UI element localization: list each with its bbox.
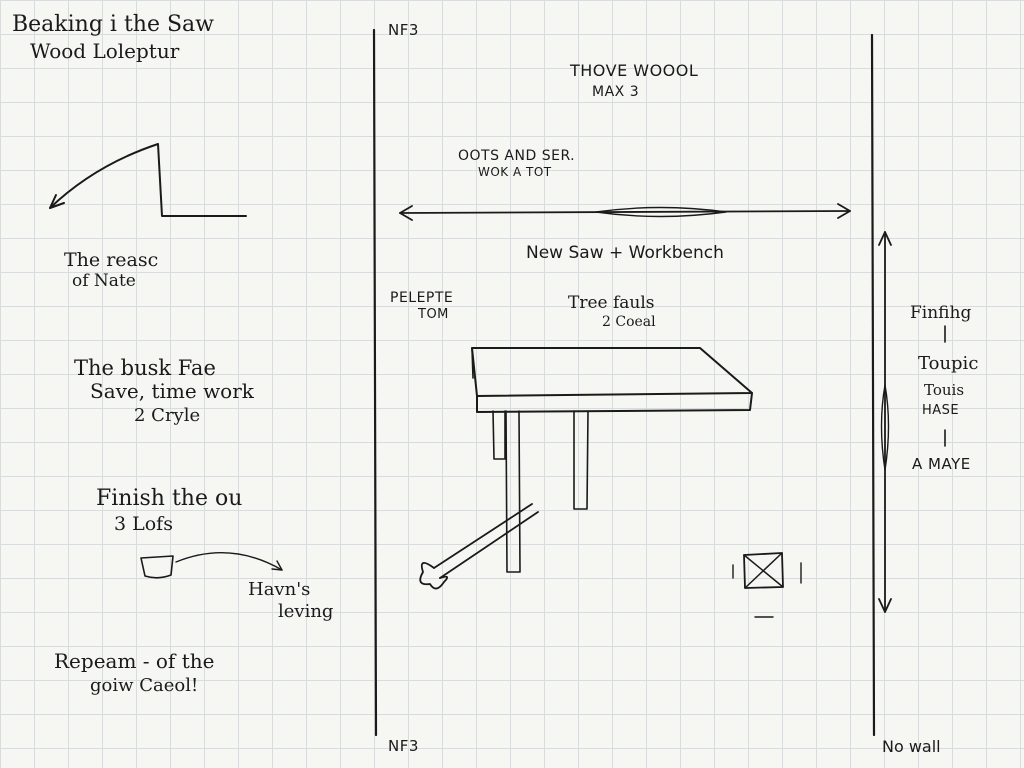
center-left-label-line1: PELEPTE — [390, 290, 454, 306]
left-curve-arrowhead — [49, 194, 65, 209]
center-header-line1: THOVE WOOOL — [570, 61, 699, 80]
right-bottom-label: No wall — [882, 737, 941, 756]
workbench-sketch — [471, 347, 753, 573]
center-label-line1: Tree fauls — [568, 293, 655, 313]
right-note-line5: A MAYE — [912, 455, 971, 473]
small-box-sketch — [140, 555, 174, 579]
right-divider-line — [870, 33, 876, 737]
center-header-line2: MAX 3 — [592, 84, 640, 100]
right-note-line1: Finfihg — [910, 303, 972, 323]
center-sub-line1: OOTS AND SER. — [458, 148, 576, 164]
left-divider-line — [372, 28, 378, 737]
right-note-line3: Touis — [924, 381, 965, 399]
note3-line1: Finish the ou — [96, 486, 243, 511]
center-bottom-label: NF3 — [388, 737, 419, 755]
center-left-label-line2: TOM — [418, 307, 449, 322]
note1-line2: of Nate — [72, 271, 136, 291]
horizontal-double-arrow — [399, 210, 851, 214]
left-title-line1: Beaking i the Saw — [12, 12, 214, 37]
note2-line2: Save, time work — [90, 379, 254, 403]
note4-line2: leving — [278, 601, 334, 622]
note3-line2: 3 Lofs — [114, 513, 173, 535]
center-top-label: NF3 — [388, 21, 419, 39]
crossed-box-sketch — [732, 552, 802, 618]
note4-line1: Havn's — [248, 579, 311, 600]
note2-line3: 2 Cryle — [134, 405, 201, 426]
curved-arrow-head — [271, 560, 283, 571]
right-note-line2: Toupic — [918, 353, 979, 374]
note2-line1: The busk Fae — [74, 356, 216, 380]
center-label-line2: 2 Coeal — [602, 314, 656, 330]
curved-arrow — [175, 552, 283, 571]
left-curve-sketch — [49, 143, 247, 217]
center-sub-line2: WOK A TOT — [478, 165, 552, 179]
saw-sketch — [419, 503, 539, 590]
note5-line2: goiw Caeol! — [90, 675, 199, 696]
right-note-line4: HASE — [922, 403, 960, 418]
left-title-line2: Wood Loleptur — [30, 39, 180, 63]
note1-line1: The reasc — [64, 249, 159, 271]
note5-line1: Repeam - of the — [54, 649, 215, 673]
center-title: New Saw + Workbench — [526, 243, 724, 263]
